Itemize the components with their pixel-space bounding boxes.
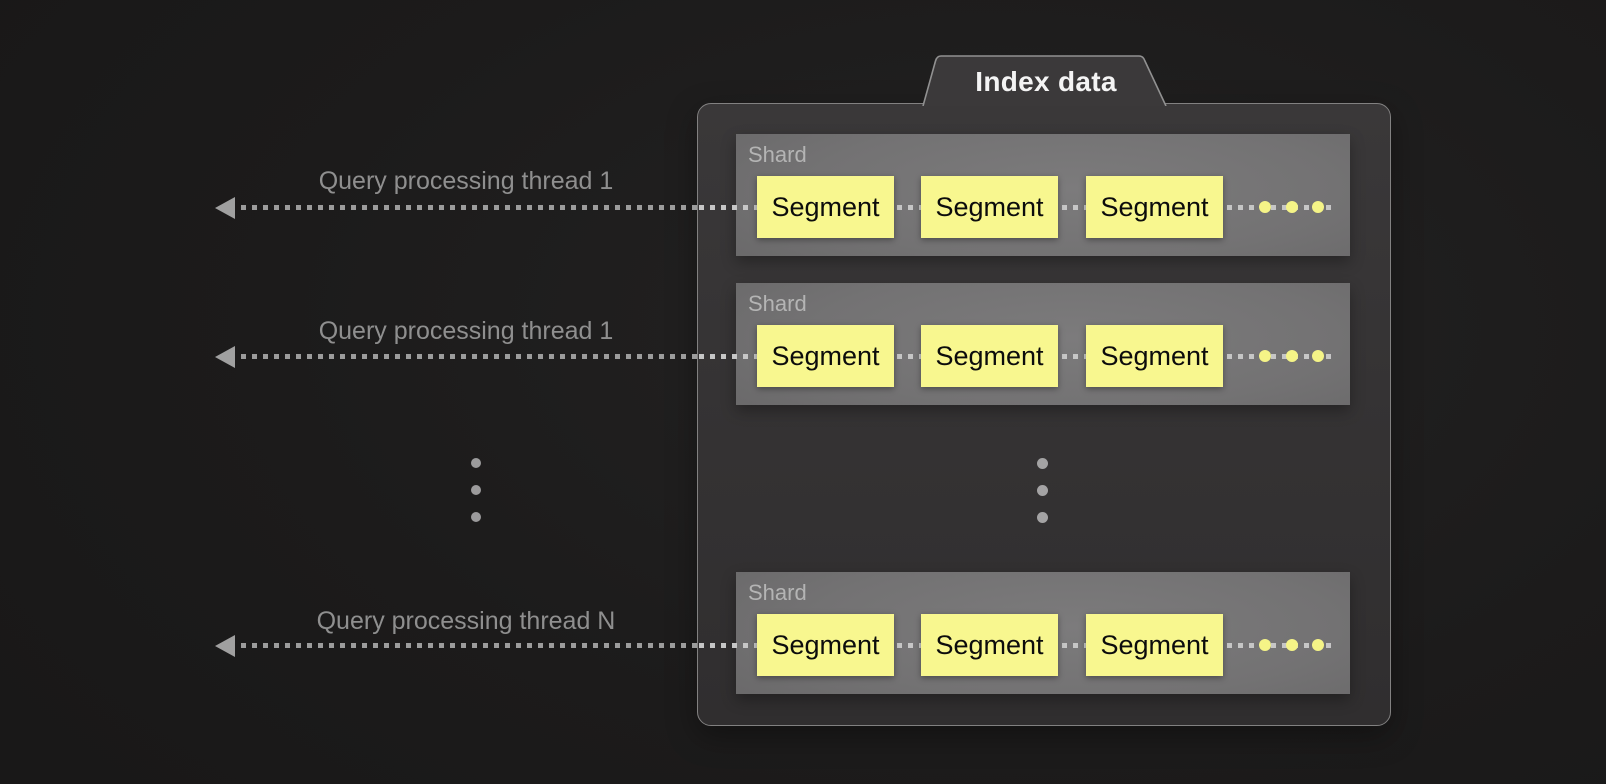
segment-ellipsis-dot [1259, 201, 1271, 213]
segment-box: Segment [921, 614, 1058, 676]
segment-box: Segment [1086, 176, 1223, 238]
ellipsis-dot [471, 485, 481, 495]
segment-ellipsis-dot [1312, 639, 1324, 651]
segment-box: Segment [921, 176, 1058, 238]
segment-ellipsis-dot [1259, 350, 1271, 362]
shard-label: Shard [748, 142, 807, 167]
segment-box: Segment [757, 176, 894, 238]
segment-ellipsis-dot [1286, 201, 1298, 213]
segment-box: Segment [1086, 614, 1223, 676]
ellipsis-dot [1037, 512, 1048, 523]
query-thread-label-1: Query processing thread 1 [318, 167, 614, 195]
ellipsis-dot [471, 458, 481, 468]
shard-label: Shard [748, 291, 807, 316]
segment-ellipsis-dot [1286, 350, 1298, 362]
left-arrowhead-icon [215, 197, 235, 219]
dotted-line-thread-1 [230, 205, 697, 210]
segment-ellipsis-dot [1312, 201, 1324, 213]
ellipsis-dot [471, 512, 481, 522]
segment-box: Segment [1086, 325, 1223, 387]
shard-label: Shard [748, 580, 807, 605]
segment-box: Segment [921, 325, 1058, 387]
segment-box: Segment [757, 614, 894, 676]
container-title: Index data [975, 66, 1117, 97]
query-thread-label-3: Query processing thread N [316, 607, 616, 635]
segment-ellipsis-dot [1286, 639, 1298, 651]
segment-ellipsis-dot [1259, 639, 1271, 651]
ellipsis-dot [1037, 485, 1048, 496]
segment-ellipsis-dot [1312, 350, 1324, 362]
left-arrowhead-icon [215, 346, 235, 368]
segment-box: Segment [757, 325, 894, 387]
query-thread-label-2: Query processing thread 1 [318, 317, 614, 345]
dotted-line-thread-2 [230, 354, 697, 359]
left-arrowhead-icon [215, 635, 235, 657]
dotted-line-thread-3 [230, 643, 697, 648]
ellipsis-dot [1037, 458, 1048, 469]
index-data-tab [922, 55, 1167, 106]
